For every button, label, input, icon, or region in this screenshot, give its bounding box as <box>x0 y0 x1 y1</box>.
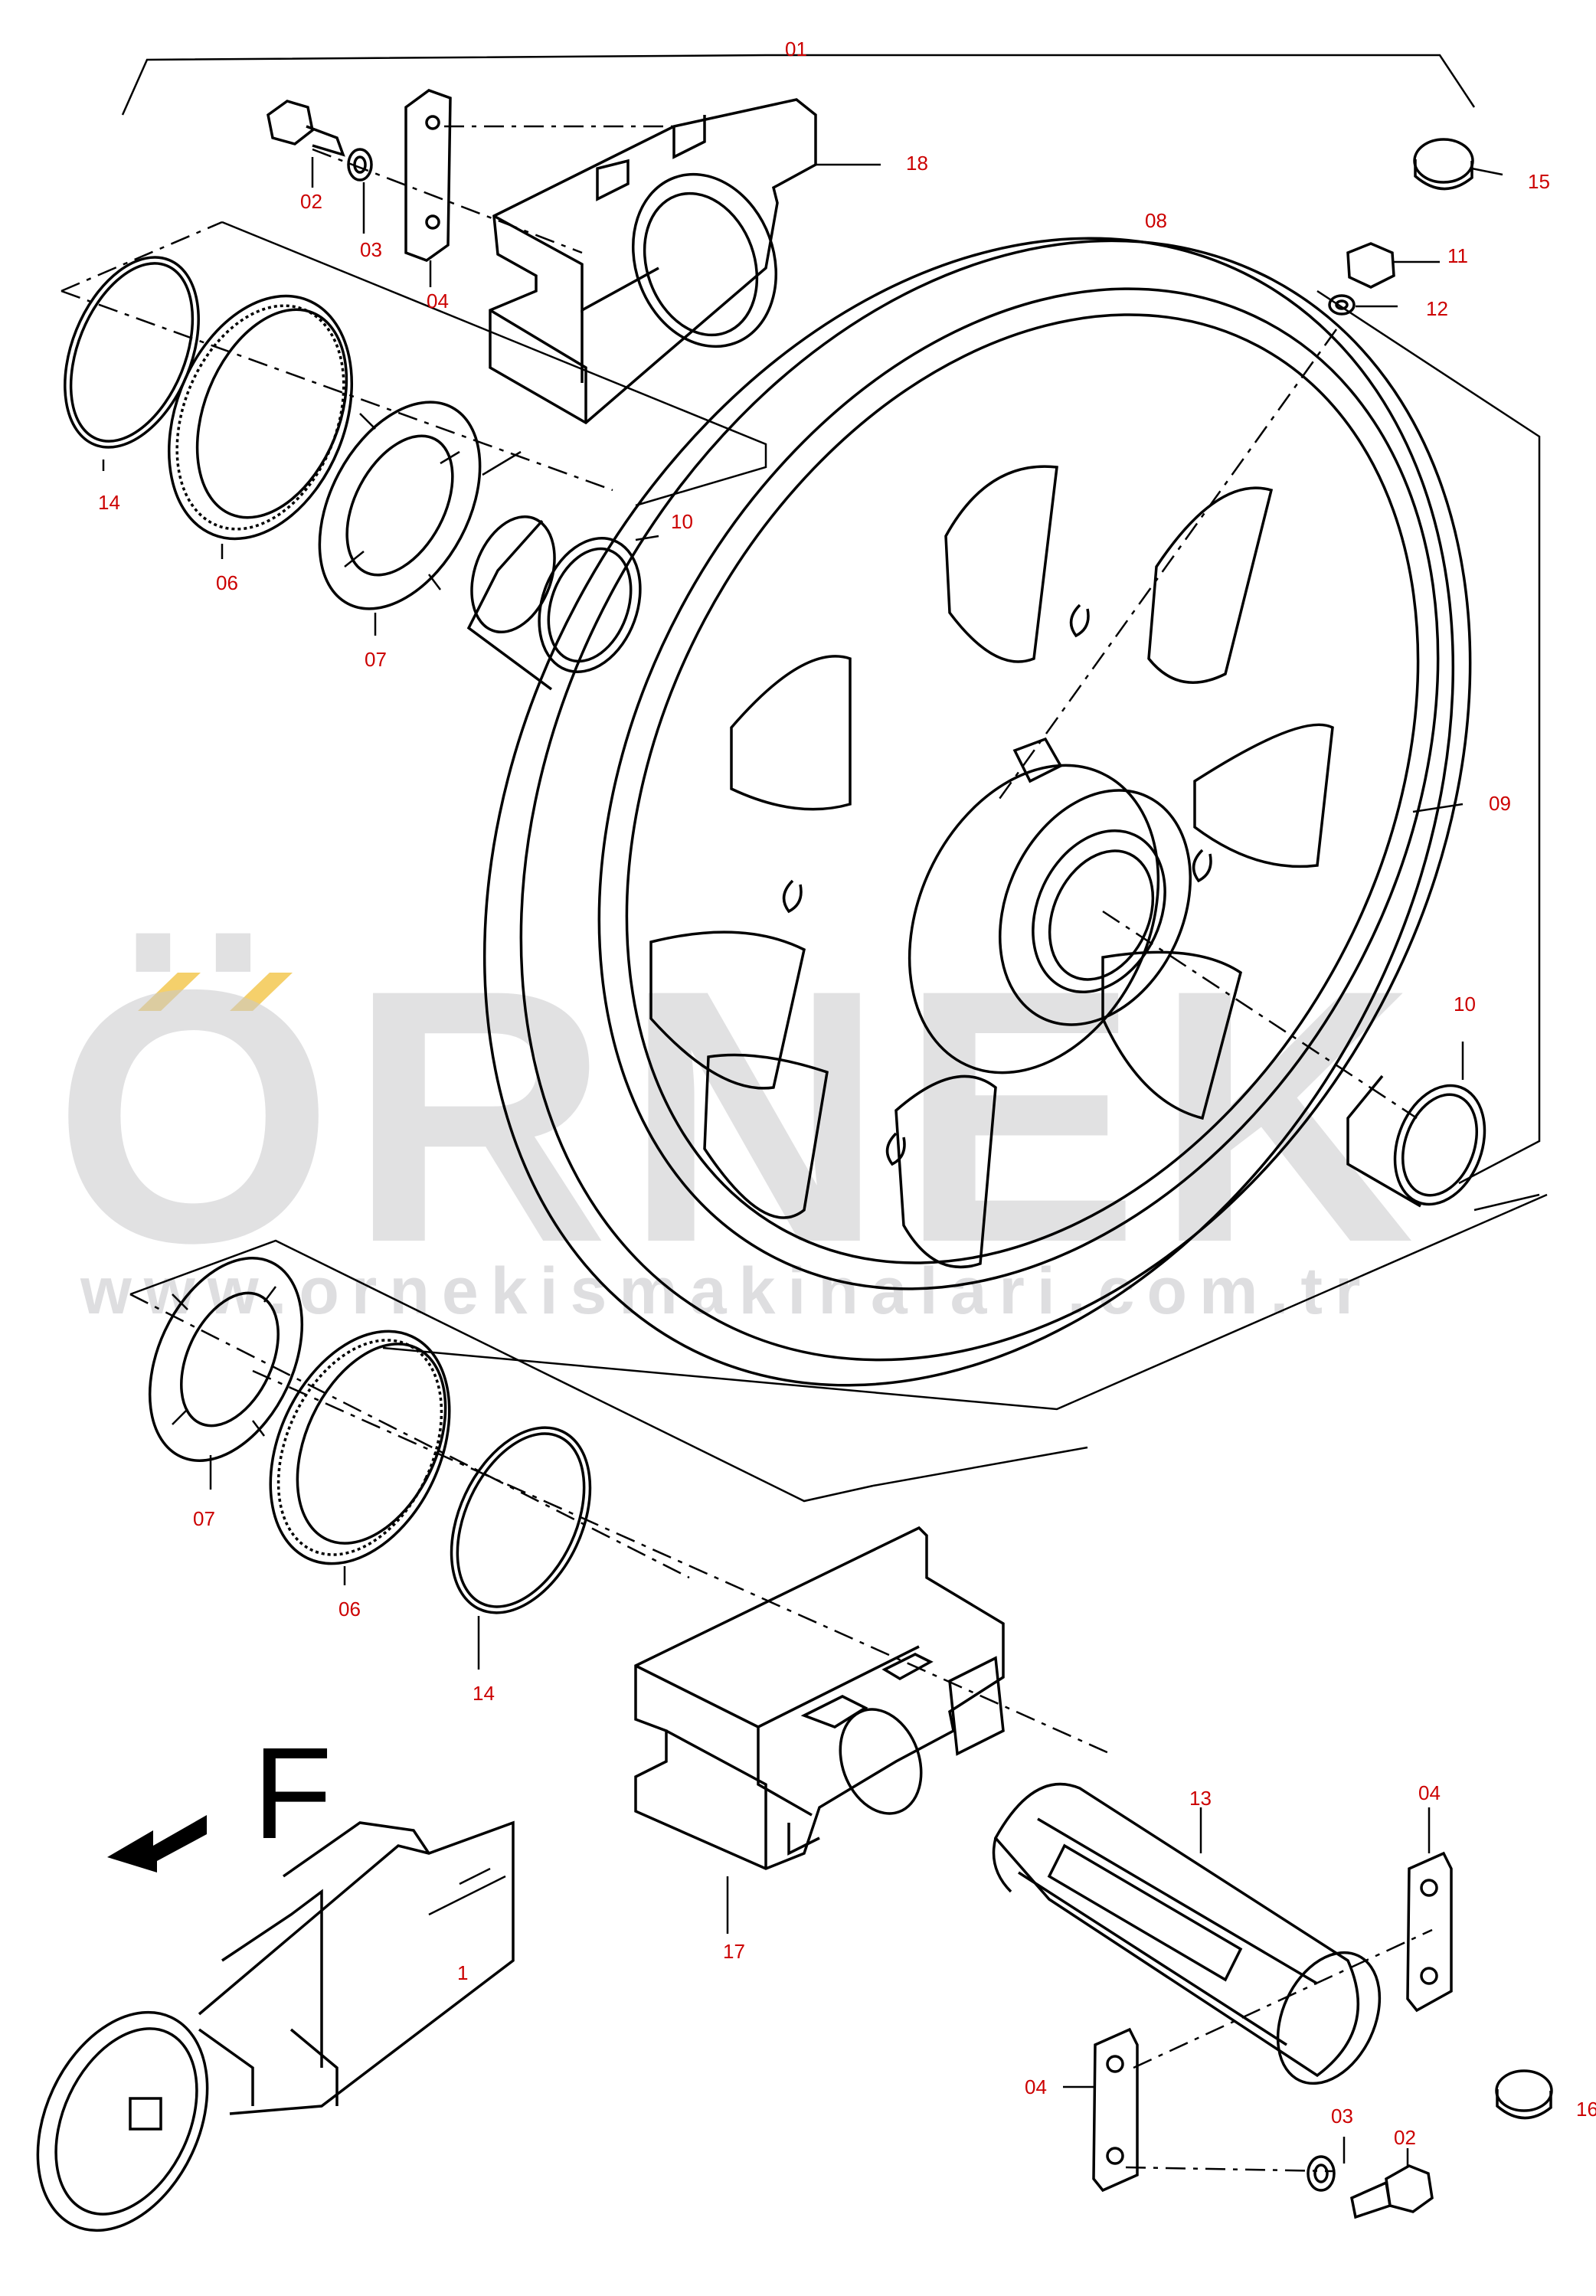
shaft-13 <box>992 1782 1382 2085</box>
label-cap-15: 15 <box>1528 170 1550 193</box>
watermark-accent-right <box>230 973 293 1011</box>
lower-oring-14 <box>450 1426 592 1614</box>
label-plate-04-left: 04 <box>1025 2075 1047 2098</box>
plug-11 <box>1328 242 1395 316</box>
label-bolt-02-bottom: 02 <box>1394 2126 1416 2149</box>
lower-plate-04-left <box>1092 2027 1139 2193</box>
label-cap-16: 16 <box>1576 2098 1596 2121</box>
label-washer-03-top: 03 <box>360 238 382 261</box>
right-bushing-10 <box>1346 1074 1486 1208</box>
upper-seal-06 <box>167 294 354 541</box>
label-seal-06-top: 06 <box>216 571 238 594</box>
construction-lines-upper <box>61 221 1541 1212</box>
label-plate-04-top: 04 <box>427 289 449 312</box>
idler-wheel-09 <box>482 237 1472 1387</box>
label-ring-07-top: 07 <box>365 648 387 671</box>
upper-ring-07 <box>318 401 482 610</box>
label-wheel-09: 09 <box>1489 792 1511 815</box>
label-inset-mark: 1 <box>457 1961 468 1984</box>
upper-bushing-10 <box>466 515 642 691</box>
lower-plate-04-right <box>1406 1851 1453 2013</box>
label-ring-07-bottom: 07 <box>193 1507 215 1530</box>
direction-marker: F <box>107 1721 332 1872</box>
cap-15 <box>1413 138 1474 191</box>
label-oring-14-top: 14 <box>98 491 120 514</box>
label-washer-03-bottom: 03 <box>1331 2105 1353 2128</box>
lower-ring-07 <box>148 1257 304 1462</box>
label-bushing-10-top: 10 <box>671 510 693 533</box>
lower-fasteners <box>1125 1928 1434 2219</box>
label-assembly-01: 01 <box>785 38 807 61</box>
label-bolt-02-top: 02 <box>300 190 322 213</box>
watermark: ÖRNEK www.ornekismakinalari.com.tr <box>54 915 1430 1328</box>
label-shaft-13: 13 <box>1189 1787 1212 1810</box>
upper-bracket-18 <box>489 98 817 425</box>
label-oring-14-bottom: 14 <box>473 1682 495 1705</box>
lower-bracket-17 <box>634 1526 1005 1870</box>
watermark-accent-left <box>138 973 201 1011</box>
lower-seal-06 <box>269 1330 451 1565</box>
label-plate-04-right: 04 <box>1418 1781 1441 1804</box>
upper-oring-14 <box>64 256 200 449</box>
part-labels: 01 02 03 04 18 15 08 11 12 14 06 07 10 0… <box>98 38 1596 2149</box>
label-bracket-17: 17 <box>723 1940 745 1963</box>
label-bracket-18: 18 <box>906 152 928 175</box>
label-plug-11: 11 <box>1447 244 1468 267</box>
direction-letter: F <box>253 1721 332 1866</box>
locator-inset <box>36 1820 515 2232</box>
label-seal-06-bottom: 06 <box>338 1598 361 1621</box>
label-washer-12: 12 <box>1426 297 1448 320</box>
label-wheel-08: 08 <box>1145 209 1167 232</box>
watermark-url: www.ornekismakinalari.com.tr <box>80 1254 1372 1328</box>
watermark-brand: ÖRNEK <box>54 915 1430 1317</box>
upper-fasteners <box>267 89 674 262</box>
assembly-bracket-line <box>121 54 1476 116</box>
cap-16 <box>1495 2069 1553 2120</box>
label-bushing-10-right: 10 <box>1454 993 1476 1016</box>
construction-lines-lower <box>129 1193 1548 1755</box>
leader-lines <box>102 157 1503 2167</box>
arrow-left-icon <box>107 1815 207 1872</box>
